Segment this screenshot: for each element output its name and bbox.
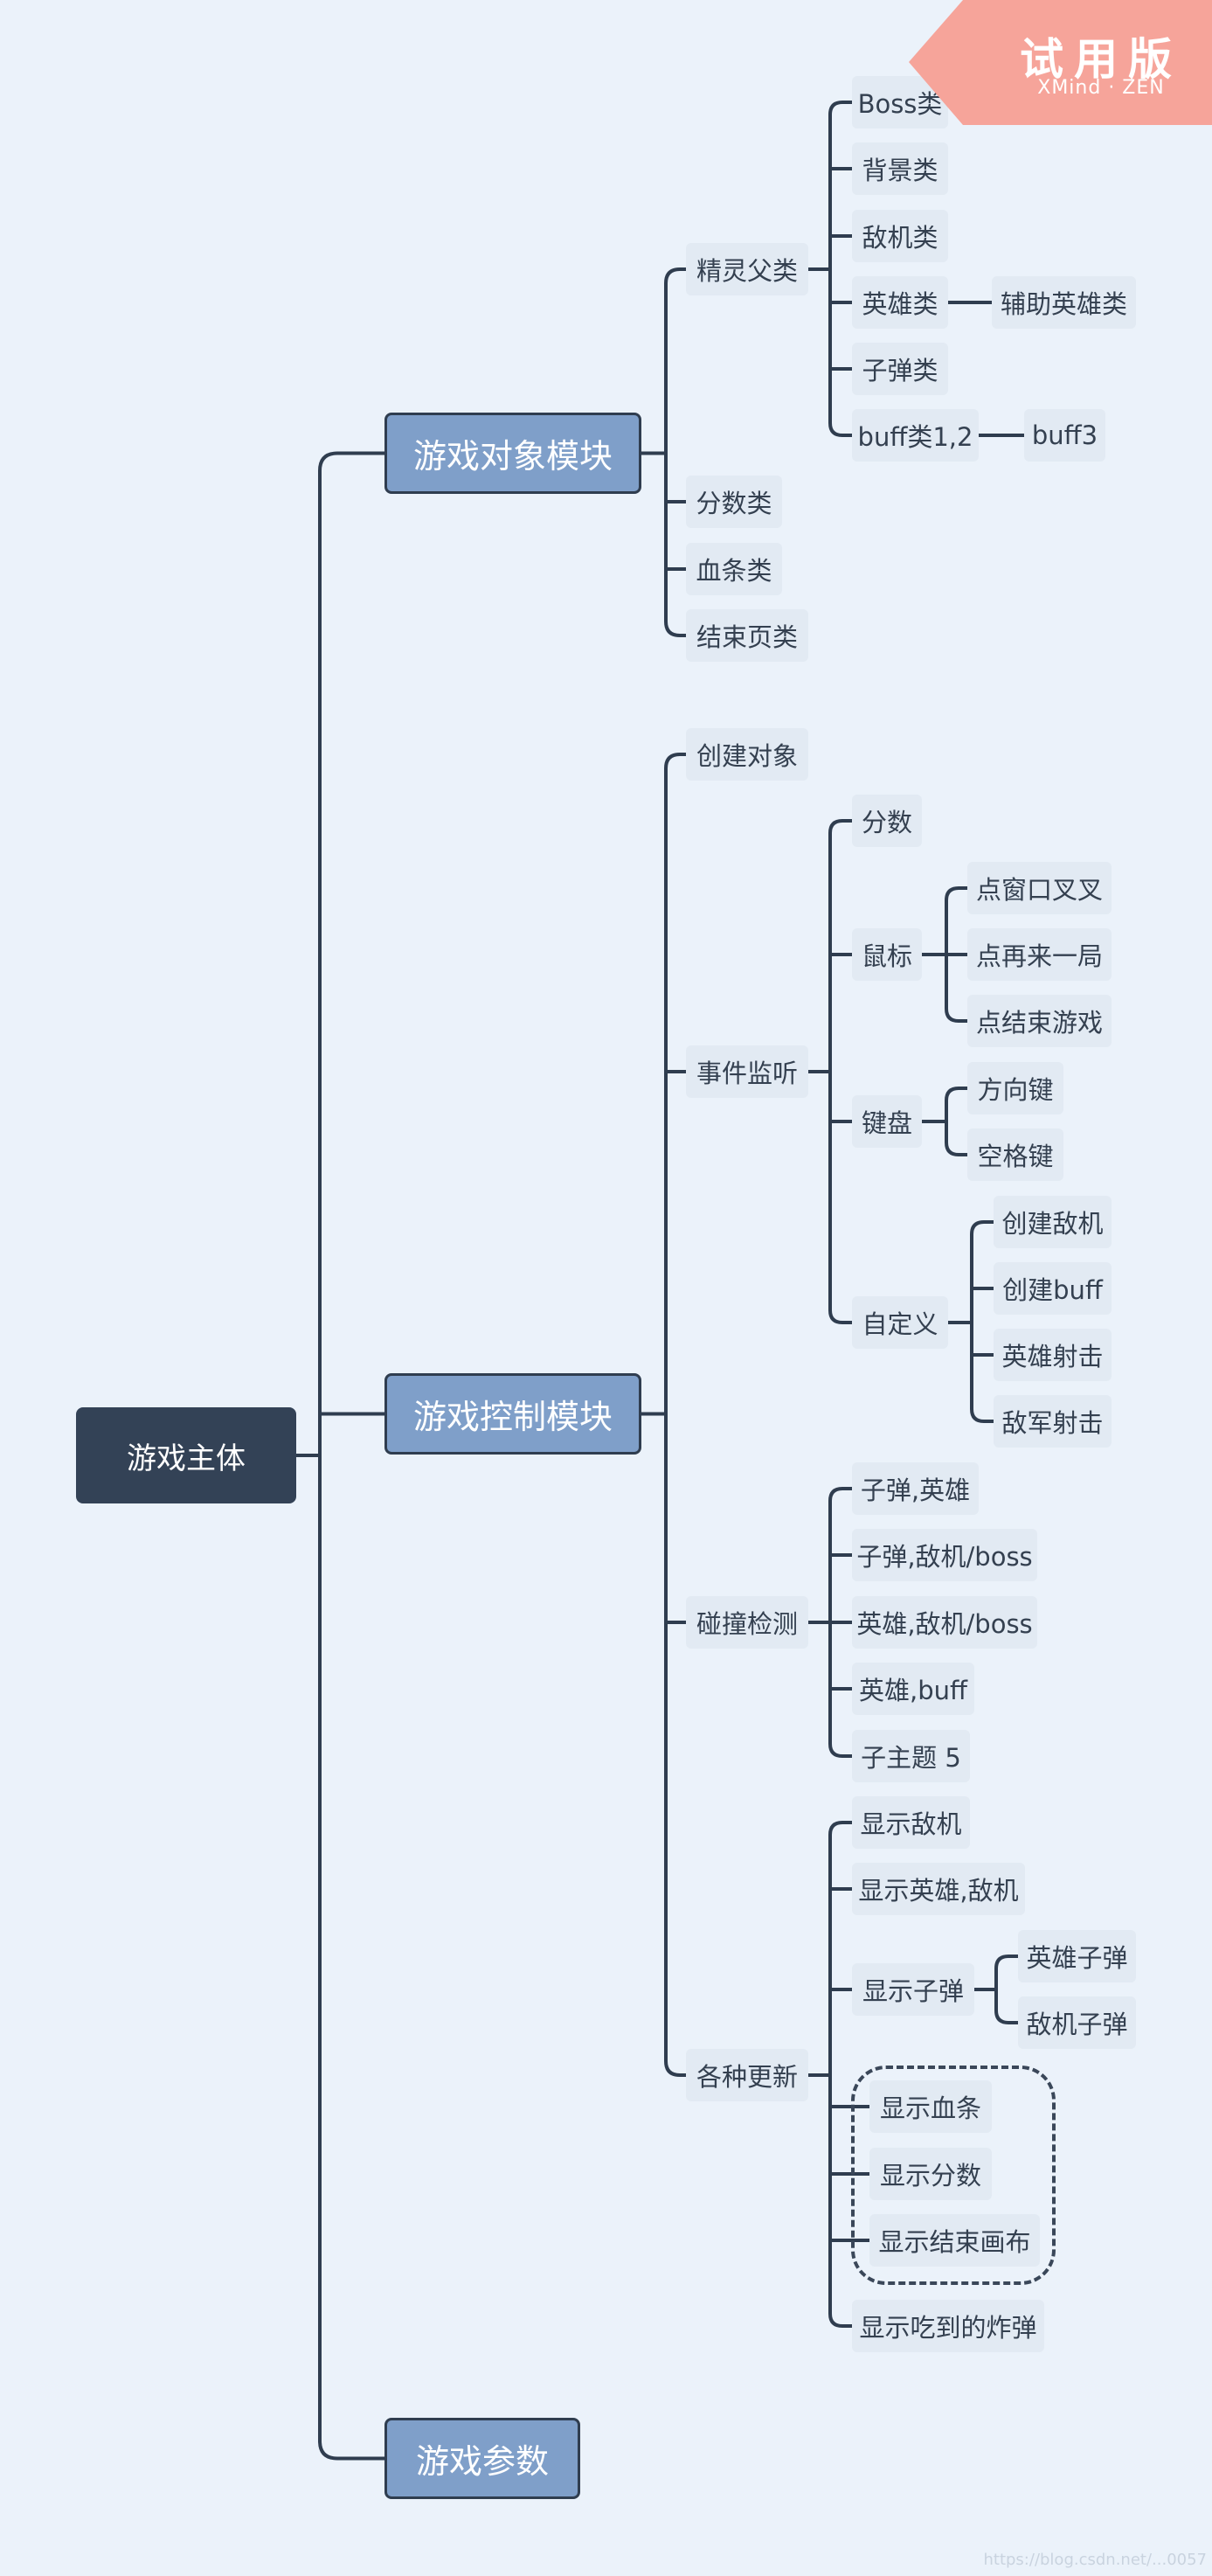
watermark-title: 试用版 xyxy=(1020,34,1182,85)
topic-hero-shoot[interactable]: 英雄射击 xyxy=(994,1329,1112,1381)
topic-show-bombs-eaten[interactable]: 显示吃到的炸弹 xyxy=(852,2300,1044,2352)
topic-keyboard[interactable]: 键盘 xyxy=(852,1095,922,1148)
watermark-subtitle: XMind · ZEN xyxy=(1037,77,1165,99)
topic-arrow-keys[interactable]: 方向键 xyxy=(967,1062,1063,1114)
topic-show-score[interactable]: 显示分数 xyxy=(869,2148,992,2200)
topic-event-listen[interactable]: 事件监听 xyxy=(686,1045,808,1098)
connector-topic-show-bullet xyxy=(973,1955,1020,2024)
topic-bullet-hero[interactable]: 子弹,英雄 xyxy=(852,1462,979,1515)
topic-space-key[interactable]: 空格键 xyxy=(967,1128,1063,1181)
dashed-boundary xyxy=(851,2066,1056,2285)
topic-hero-class[interactable]: 英雄类 xyxy=(852,276,948,329)
connector-topic-keyboard xyxy=(920,1087,969,1156)
topic-show-bullet[interactable]: 显示子弹 xyxy=(852,1963,974,2016)
topic-buff3[interactable]: buff3 xyxy=(1024,409,1105,462)
topic-bullet-class[interactable]: 子弹类 xyxy=(852,343,948,395)
topic-collision-detect[interactable]: 碰撞检测 xyxy=(686,1596,808,1649)
topic-click-replay[interactable]: 点再来一局 xyxy=(967,928,1112,981)
topic-buff-class[interactable]: buff类1,2 xyxy=(852,409,979,462)
topic-show-end-canvas[interactable]: 显示结束画布 xyxy=(869,2214,1040,2267)
connector-topic-custom xyxy=(946,1220,995,1423)
connector-branch-game-objects xyxy=(640,267,688,637)
topic-show-health-bar[interactable]: 显示血条 xyxy=(869,2080,992,2133)
topic-updates[interactable]: 各种更新 xyxy=(686,2049,808,2101)
topic-hero-bullet[interactable]: 英雄子弹 xyxy=(1018,1930,1136,1982)
branch-game-control[interactable]: 游戏控制模块 xyxy=(384,1373,641,1455)
topic-enemy-shoot[interactable]: 敌军射击 xyxy=(994,1395,1112,1448)
topic-score[interactable]: 分数 xyxy=(852,795,922,847)
root-topic[interactable]: 游戏主体 xyxy=(76,1407,296,1503)
topic-assist-hero-class[interactable]: 辅助英雄类 xyxy=(992,276,1136,329)
topic-enemy-bullet[interactable]: 敌机子弹 xyxy=(1018,1996,1136,2049)
topic-click-end-game[interactable]: 点结束游戏 xyxy=(967,995,1112,1047)
topic-show-enemy[interactable]: 显示敌机 xyxy=(852,1796,970,1849)
topic-click-close[interactable]: 点窗口叉叉 xyxy=(967,862,1112,914)
topic-create-buff[interactable]: 创建buff xyxy=(994,1262,1112,1315)
topic-hero-buff[interactable]: 英雄,buff xyxy=(852,1663,974,1715)
topic-subtopic-5[interactable]: 子主题 5 xyxy=(852,1730,970,1782)
topic-custom[interactable]: 自定义 xyxy=(852,1296,948,1349)
topic-create-objects[interactable]: 创建对象 xyxy=(686,728,808,781)
connector-topic-sprite-parent xyxy=(807,101,854,437)
source-credit: https://blog.csdn.net/...0057 xyxy=(983,2551,1207,2569)
topic-sprite-parent[interactable]: 精灵父类 xyxy=(686,243,808,295)
topic-show-hero-enemy[interactable]: 显示英雄,敌机 xyxy=(852,1863,1025,1915)
topic-background-class[interactable]: 背景类 xyxy=(852,142,948,195)
topic-create-enemy[interactable]: 创建敌机 xyxy=(994,1196,1112,1248)
connector-topic-collision-detect xyxy=(807,1487,854,1758)
connector-topic-mouse xyxy=(920,886,969,1023)
connector-root-topic xyxy=(294,451,386,2461)
topic-hero-enemy-boss[interactable]: 英雄,敌机/boss xyxy=(852,1596,1037,1649)
topic-enemy-class[interactable]: 敌机类 xyxy=(852,210,948,262)
branch-game-params[interactable]: 游戏参数 xyxy=(384,2418,580,2499)
connector-topic-event-listen xyxy=(807,819,854,1324)
topic-health-bar-class[interactable]: 血条类 xyxy=(686,543,782,595)
topic-score-class[interactable]: 分数类 xyxy=(686,476,782,528)
trial-watermark: 试用版 XMind · ZEN xyxy=(909,0,1212,125)
topic-bullet-enemy-boss[interactable]: 子弹,敌机/boss xyxy=(852,1529,1037,1581)
topic-end-page-class[interactable]: 结束页类 xyxy=(686,609,808,662)
connector-branch-game-control xyxy=(640,753,688,2077)
watermark-banner-shape xyxy=(909,0,1212,125)
branch-game-objects[interactable]: 游戏对象模块 xyxy=(384,413,641,494)
topic-mouse[interactable]: 鼠标 xyxy=(852,928,922,981)
